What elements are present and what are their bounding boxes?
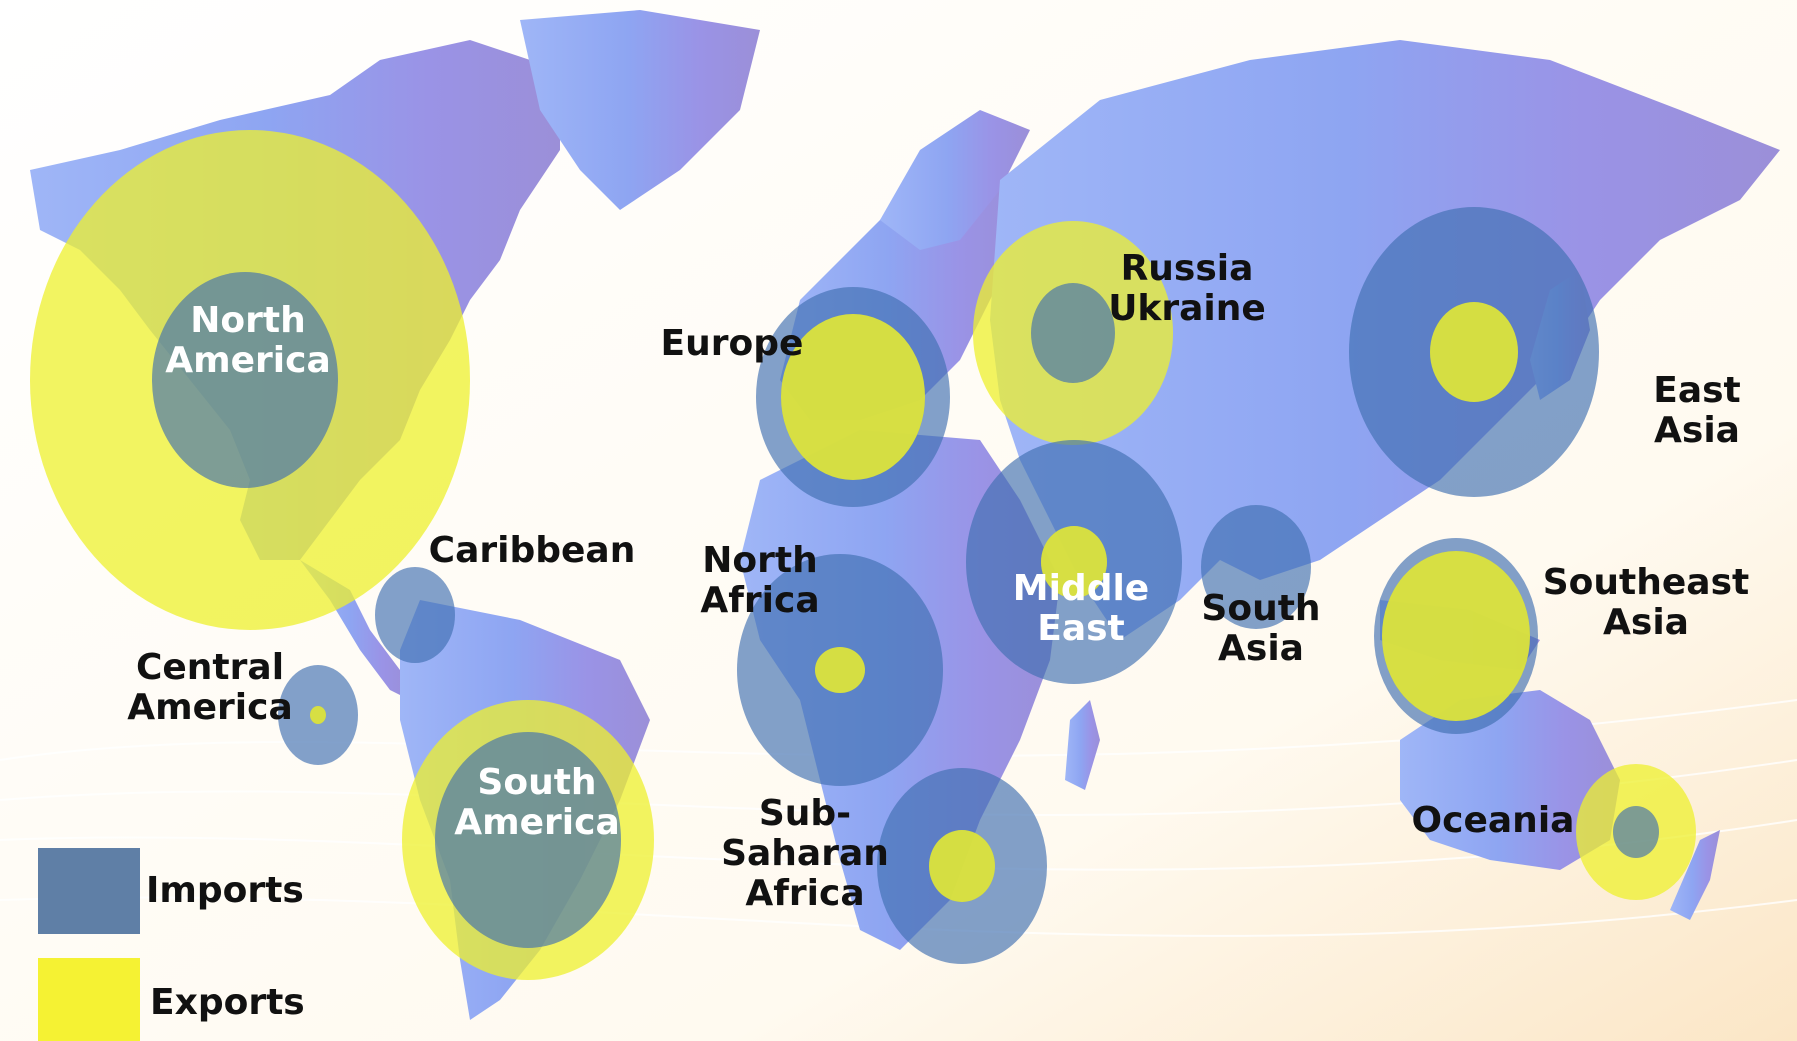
export-core-europe [781, 314, 925, 480]
region-label-south-america: South [477, 762, 596, 803]
region-label-central-america: Central [136, 647, 284, 688]
region-label-southeast-asia: Southeast [1543, 562, 1749, 603]
region-label-sub-saharan-africa: Africa [745, 873, 864, 914]
region-label-east-asia: Asia [1654, 410, 1740, 451]
import-bubble-caribbean [375, 567, 455, 663]
region-label-middle-east: East [1037, 608, 1125, 649]
landmass-new-zealand [1670, 830, 1720, 920]
export-core-central-america [310, 706, 326, 724]
import-bubble-oceania [1613, 806, 1659, 858]
landmass-scandinavia [880, 110, 1030, 250]
legend-exports-label: Exports [150, 982, 305, 1023]
region-label-north-africa: North [702, 540, 817, 581]
export-core-north-africa [815, 647, 865, 693]
region-label-north-america: North [190, 300, 305, 341]
region-label-sub-saharan-africa: Saharan [721, 833, 889, 874]
landmass-australia [1400, 690, 1620, 870]
region-label-south-america: America [454, 802, 620, 843]
region-label-sub-saharan-africa: Sub- [759, 793, 851, 834]
region-label-east-asia: East [1653, 370, 1741, 411]
landmass-greenland [520, 10, 760, 210]
legend-imports-swatch [38, 848, 140, 934]
import-bubble-north-america [152, 272, 338, 488]
import-bubble-south-america [435, 732, 621, 948]
region-label-south-asia: Asia [1218, 628, 1304, 669]
legend: Imports Exports [38, 848, 305, 1041]
region-label-russia-ukraine: Russia [1121, 248, 1254, 289]
region-label-europe: Europe [661, 323, 804, 364]
export-core-east-asia [1430, 302, 1518, 402]
region-label-oceania: Oceania [1412, 800, 1575, 841]
region-label-north-america: America [165, 340, 331, 381]
region-label-north-africa: Africa [700, 580, 819, 621]
region-label-middle-east: Middle [1013, 568, 1149, 609]
region-label-southeast-asia: Asia [1603, 602, 1689, 643]
legend-imports-label: Imports [146, 870, 304, 911]
export-core-southeast-asia [1382, 551, 1530, 721]
export-core-sub-saharan-africa [929, 830, 995, 902]
import-bubble-south-asia [1201, 505, 1311, 629]
export-core-middle-east [1041, 526, 1107, 598]
region-label-south-asia: South [1201, 588, 1320, 629]
region-label-caribbean: Caribbean [429, 530, 636, 571]
region-labels: NorthAmericaCaribbeanCentralAmericaSouth… [127, 248, 1749, 914]
import-bubble-russia-ukraine [1031, 283, 1115, 383]
legend-exports-swatch [38, 958, 140, 1041]
region-label-central-america: America [127, 687, 293, 728]
landmass-madagascar [1065, 700, 1100, 790]
region-label-russia-ukraine: Ukraine [1108, 288, 1266, 329]
trade-bubbles [30, 130, 1696, 980]
